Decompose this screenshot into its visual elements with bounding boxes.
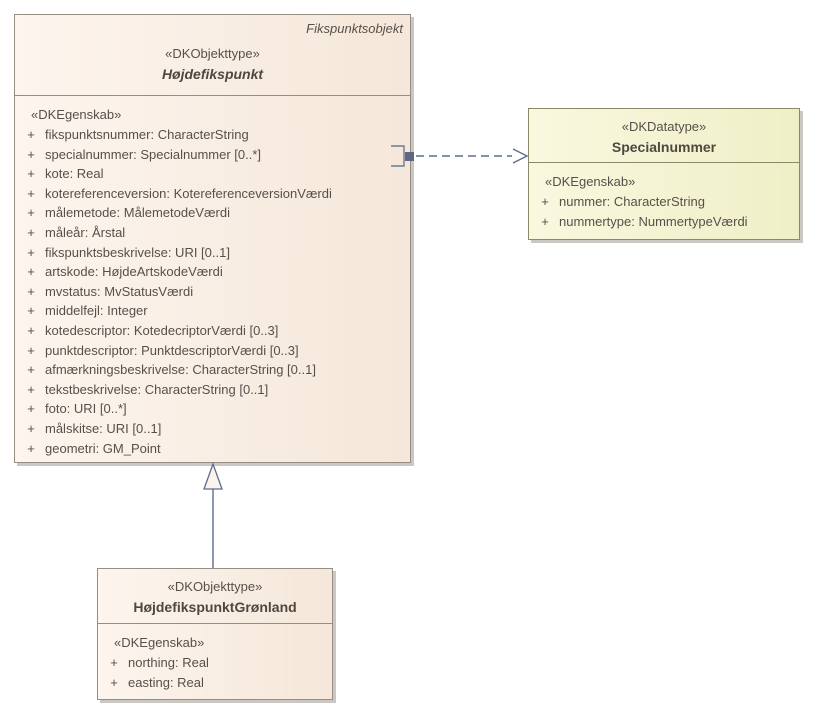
attribute-text: northing: Real xyxy=(128,655,209,670)
visibility-symbol: + xyxy=(27,322,35,338)
class-name: Højdefikspunkt xyxy=(161,66,264,82)
attribute-text: easting: Real xyxy=(128,674,204,690)
attribute-row: + artskode: HøjdeArtskodeVærdi xyxy=(15,262,410,282)
visibility-symbol: + xyxy=(27,146,35,162)
section-label: «DKEgenskab» xyxy=(114,635,205,650)
attribute-list: + nummer: CharacterString + nummertype: … xyxy=(529,192,799,231)
attribute-text: fikspunktsnummer: CharacterString xyxy=(45,127,249,142)
attribute-row: + fikspunktsbeskrivelse: URI [0..1] xyxy=(15,243,410,263)
attribute-text: geometri: GM_Point xyxy=(45,440,161,456)
class-box-specialnummer: «DKDatatype» Specialnummer «DKEgenskab» … xyxy=(528,108,800,240)
class-box-hojdefikspunktgronland: «DKObjekttype» HøjdefikspunktGrønland «D… xyxy=(97,568,333,700)
visibility-symbol: + xyxy=(27,205,35,221)
attribute-text: målskitse: URI [0..1] xyxy=(45,420,162,436)
visibility-symbol: + xyxy=(27,185,35,201)
visibility-symbol: + xyxy=(27,264,35,280)
attribute-row: + kotereferenceversion: Kotereferencever… xyxy=(15,184,410,204)
section-label: «DKEgenskab» xyxy=(31,107,122,122)
attribute-row: + tekstbeskrivelse: CharacterString [0..… xyxy=(15,380,410,400)
visibility-symbol: + xyxy=(27,342,35,358)
class-stereotype: «DKObjekttype» xyxy=(167,579,263,594)
attribute-row: + nummertype: NummertypeVærdi xyxy=(529,212,799,232)
attribute-text: nummer: CharacterString xyxy=(559,194,705,209)
attribute-row: + nummer: CharacterString xyxy=(529,192,799,212)
class-name: HøjdefikspunktGrønland xyxy=(133,599,297,615)
attribute-text: punktdescriptor: PunktdescriptorVærdi [0… xyxy=(45,342,299,358)
visibility-symbol: + xyxy=(27,381,35,397)
attribute-row: + specialnummer: Specialnummer [0..*] xyxy=(15,145,410,165)
open-arrowhead-icon xyxy=(512,148,529,164)
attribute-row: + målemetode: MålemetodeVærdi xyxy=(15,203,410,223)
visibility-symbol: + xyxy=(27,224,35,240)
attribute-row: + kotedescriptor: KotedecriptorVærdi [0.… xyxy=(15,321,410,341)
class-name: Specialnummer xyxy=(611,139,717,155)
section-label: «DKEgenskab» xyxy=(545,174,636,189)
attribute-text: tekstbeskrivelse: CharacterString [0..1] xyxy=(45,381,269,397)
attribute-text: mvstatus: MvStatusVærdi xyxy=(45,283,194,299)
attribute-row: + easting: Real xyxy=(98,673,332,693)
attribute-text: fikspunktsbeskrivelse: URI [0..1] xyxy=(45,244,230,260)
attribute-text: foto: URI [0..*] xyxy=(45,401,127,417)
attribute-text: specialnummer: Specialnummer [0..*] xyxy=(45,146,262,162)
attribute-list: + northing: Real + easting: Real xyxy=(98,653,332,692)
visibility-symbol: + xyxy=(27,362,35,378)
attribute-text: kotedescriptor: KotedecriptorVærdi [0..3… xyxy=(45,322,279,338)
attribute-row: + måleår: Årstal xyxy=(15,223,410,243)
class-header: «DKDatatype» Specialnummer xyxy=(529,109,799,163)
attribute-text: kotereferenceversion: Kotereferenceversi… xyxy=(45,185,332,201)
class-stereotype: «DKDatatype» xyxy=(621,119,707,134)
visibility-symbol: + xyxy=(27,303,35,319)
visibility-symbol: + xyxy=(27,440,35,456)
attribute-row: + fikspunktsnummer: CharacterString xyxy=(15,125,410,145)
attribute-text: afmærkningsbeskrivelse: CharacterString … xyxy=(45,362,316,378)
class-header: Fikspunktsobjekt «DKObjekttype» Højdefik… xyxy=(15,15,410,96)
visibility-symbol: + xyxy=(110,655,118,670)
attribute-row: + kote: Real xyxy=(15,164,410,184)
visibility-symbol: + xyxy=(27,127,35,142)
class-header: «DKObjekttype» HøjdefikspunktGrønland xyxy=(98,569,332,624)
attribute-row: + northing: Real xyxy=(98,653,332,673)
hollow-triangle-arrowhead-icon xyxy=(203,462,223,490)
attribute-text: kote: Real xyxy=(45,166,104,182)
visibility-symbol: + xyxy=(110,674,118,690)
visibility-symbol: + xyxy=(27,401,35,417)
visibility-symbol: + xyxy=(27,166,35,182)
class-stereotype: «DKObjekttype» xyxy=(165,46,260,61)
attributes-compartment: «DKEgenskab» + northing: Real + easting:… xyxy=(98,624,332,692)
class-tagline: Fikspunktsobjekt xyxy=(306,21,403,36)
attribute-row: + punktdescriptor: PunktdescriptorVærdi … xyxy=(15,341,410,361)
attribute-row: + afmærkningsbeskrivelse: CharacterStrin… xyxy=(15,360,410,380)
visibility-symbol: + xyxy=(27,244,35,260)
attribute-row: + middelfejl: Integer xyxy=(15,301,410,321)
attribute-text: artskode: HøjdeArtskodeVærdi xyxy=(45,264,223,280)
visibility-symbol: + xyxy=(27,283,35,299)
attribute-row: + målskitse: URI [0..1] xyxy=(15,419,410,439)
visibility-symbol: + xyxy=(541,194,549,209)
attribute-text: nummertype: NummertypeVærdi xyxy=(559,213,748,229)
attribute-text: måleår: Årstal xyxy=(45,224,126,240)
attribute-list: + fikspunktsnummer: CharacterString + sp… xyxy=(15,125,410,458)
attribute-text: målemetode: MålemetodeVærdi xyxy=(45,205,230,221)
class-box-hojdefikspunkt: Fikspunktsobjekt «DKObjekttype» Højdefik… xyxy=(14,14,411,463)
attributes-compartment: «DKEgenskab» + fikspunktsnummer: Charact… xyxy=(15,96,410,458)
attribute-row: + geometri: GM_Point xyxy=(15,439,410,459)
attribute-row: + mvstatus: MvStatusVærdi xyxy=(15,282,410,302)
visibility-symbol: + xyxy=(27,420,35,436)
attributes-compartment: «DKEgenskab» + nummer: CharacterString +… xyxy=(529,163,799,231)
attribute-text: middelfejl: Integer xyxy=(45,303,148,319)
attribute-row: + foto: URI [0..*] xyxy=(15,399,410,419)
visibility-symbol: + xyxy=(541,213,549,229)
